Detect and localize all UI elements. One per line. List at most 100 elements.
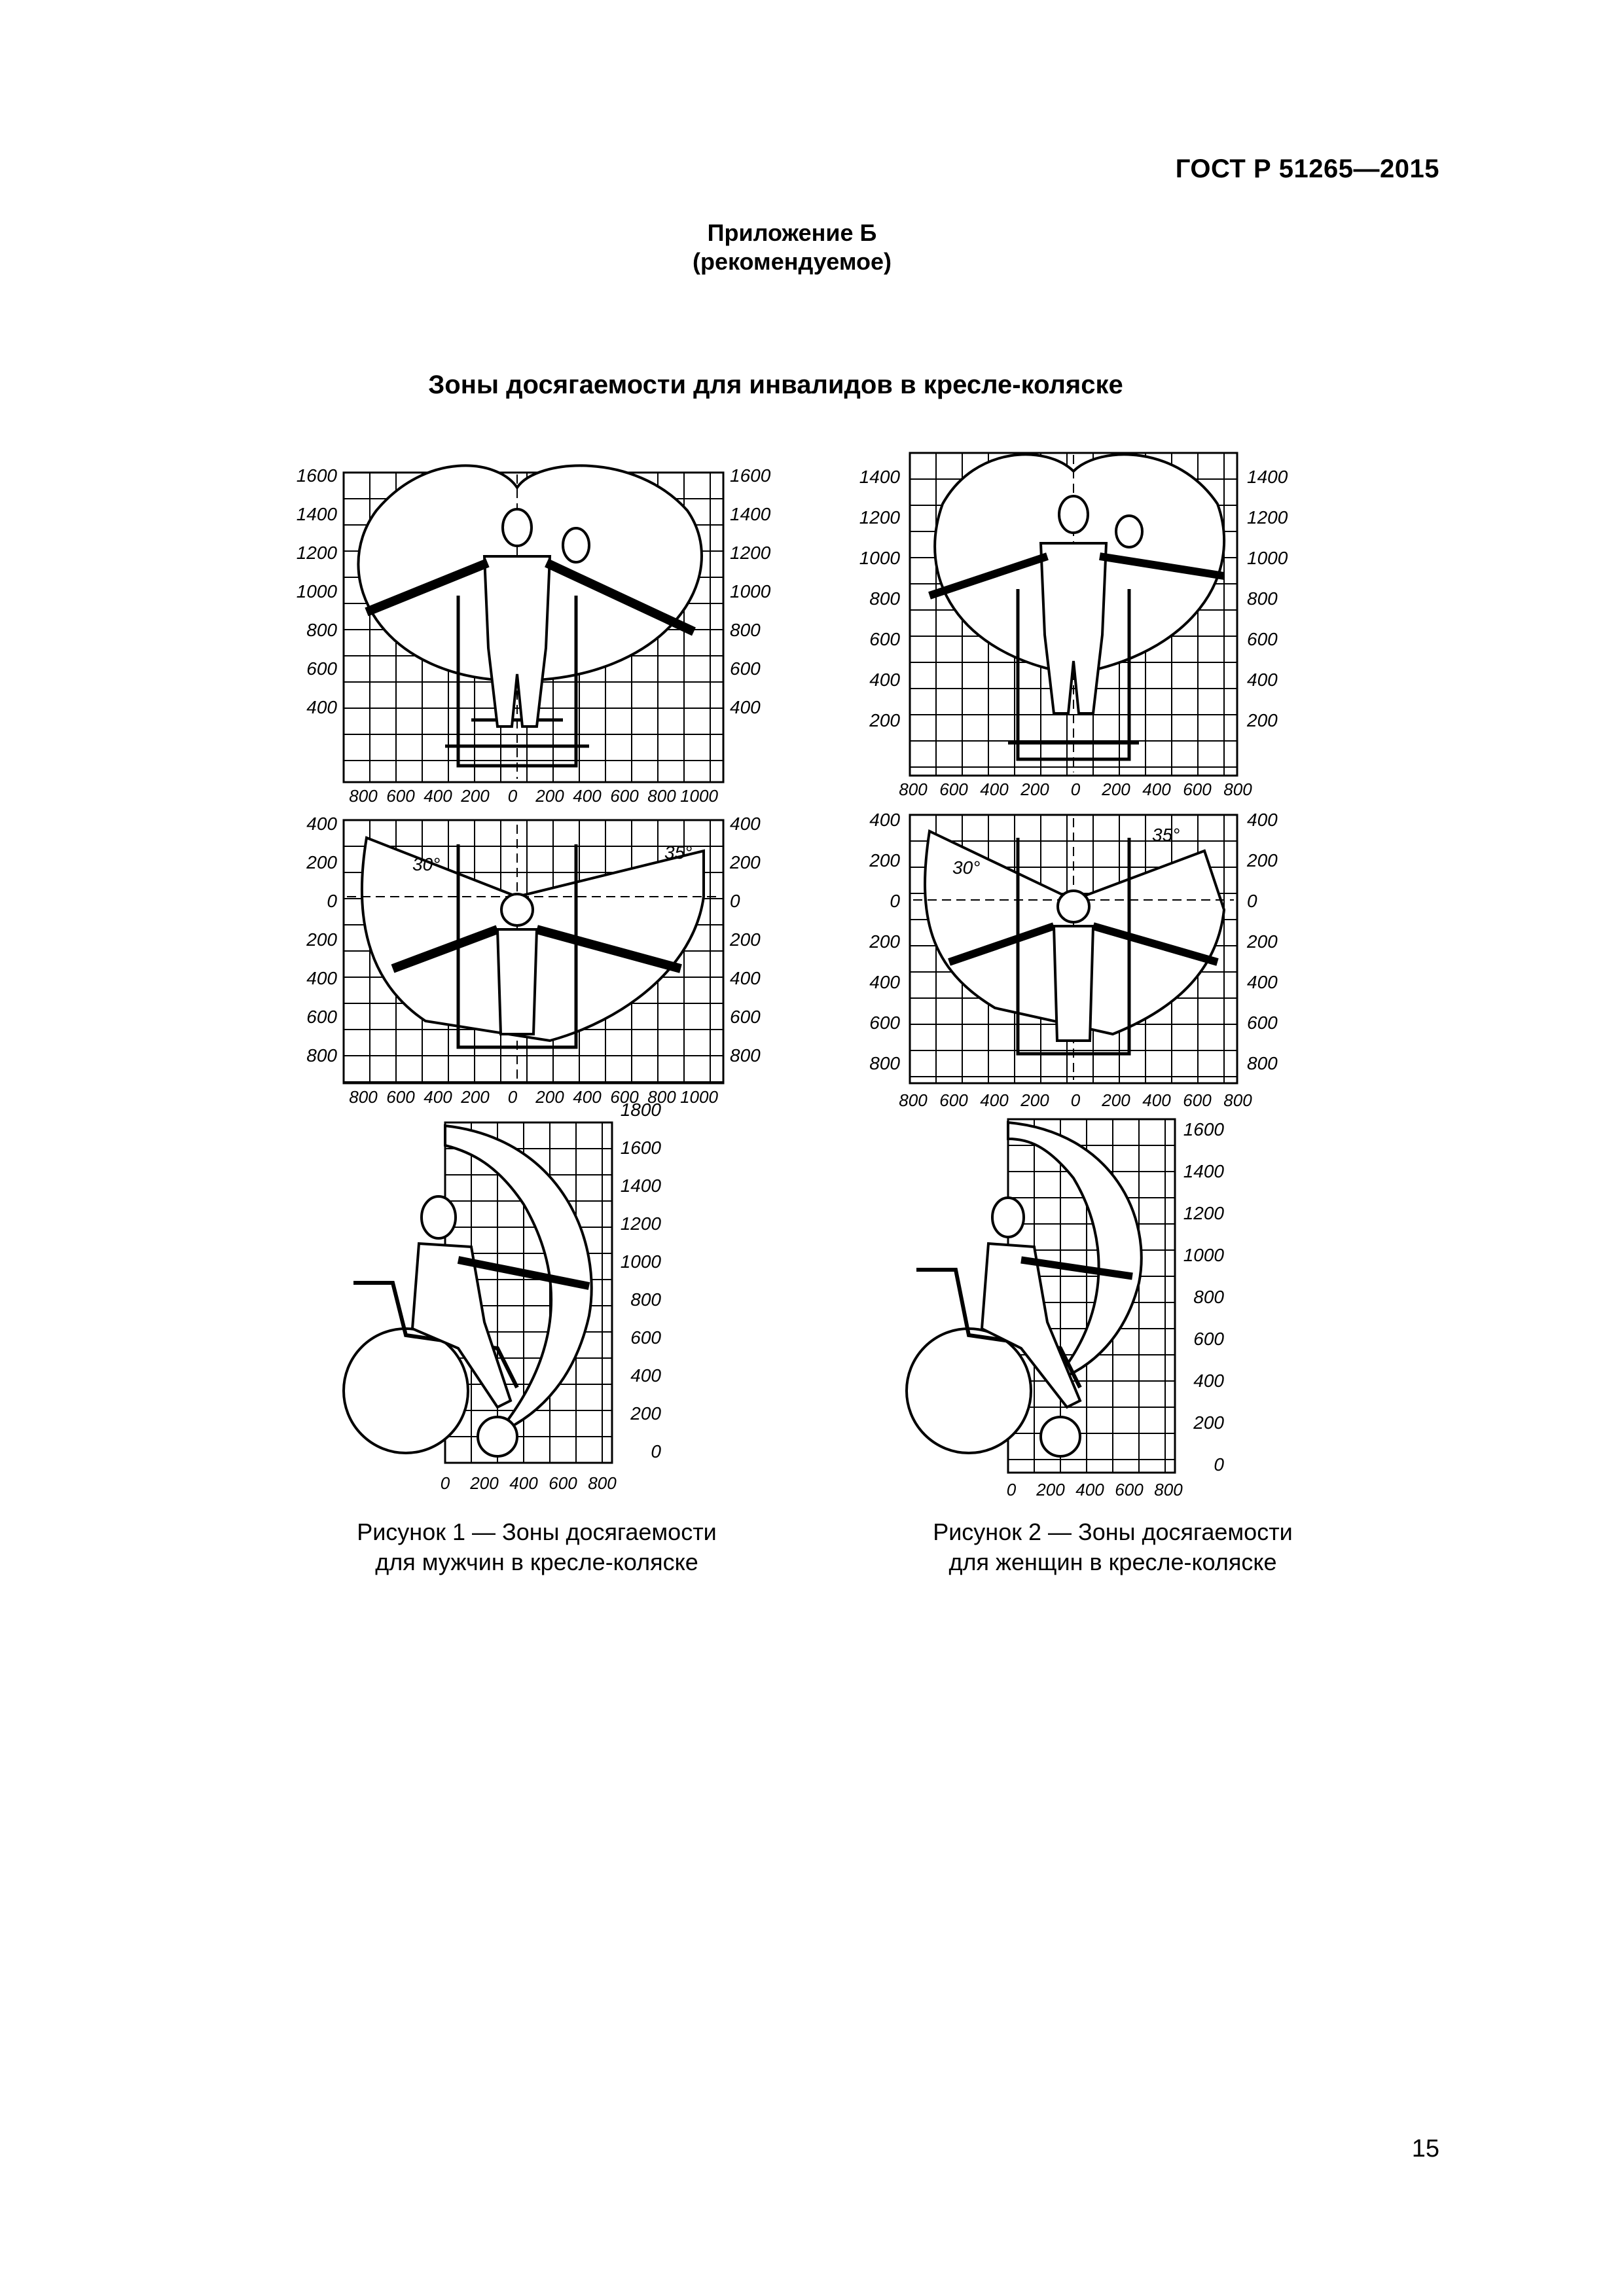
side-figure-head xyxy=(562,527,590,564)
side-figure-head xyxy=(1115,514,1144,548)
axis-tick-label: 200 xyxy=(1036,1480,1065,1499)
axis-tick-label: 200 xyxy=(1246,710,1278,730)
axis-tick-label: 0 xyxy=(890,891,900,911)
axis-tick-label: 400 xyxy=(306,814,337,834)
woman-body-top xyxy=(1052,925,1095,1042)
axis-tick-label: 200 xyxy=(1101,1090,1130,1110)
axis-tick-label: 0 xyxy=(1247,891,1257,911)
axis-tick-label: 0 xyxy=(1214,1454,1224,1475)
axis-tick-label: 400 xyxy=(1142,780,1171,799)
axis-tick-label: 400 xyxy=(1193,1371,1224,1391)
wheelchair-outline xyxy=(1016,838,1131,1056)
wheelchair-front-wheel xyxy=(477,1416,518,1458)
axis-tick-label: 200 xyxy=(1101,780,1130,799)
axis-tick-label: 600 xyxy=(1183,780,1212,799)
outstretched-arms xyxy=(948,922,1219,966)
axis-tick-label: 800 xyxy=(899,780,928,799)
axis-tick-label: 800 xyxy=(869,588,900,609)
woman-head-top xyxy=(1056,889,1091,924)
wheelchair-frame xyxy=(353,1281,519,1389)
axis-tick-label: 400 xyxy=(730,697,761,717)
axis-tick-label: 200 xyxy=(729,852,761,872)
wheelchair-frame xyxy=(916,1268,1082,1389)
seated-woman-body xyxy=(1039,542,1108,715)
axis-tick-label: 800 xyxy=(1247,1053,1278,1073)
figure-1-caption: Рисунок 1 — Зоны досягаемости для мужчин… xyxy=(288,1517,785,1577)
axis-tick-label: 200 xyxy=(535,1087,564,1107)
axis-tick-label: 400 xyxy=(573,1087,602,1107)
outstretched-arms xyxy=(365,558,696,636)
axis-tick-label: 800 xyxy=(1247,588,1278,609)
axis-tick-label: 0 xyxy=(1071,780,1081,799)
axis-tick-label: 200 xyxy=(1246,931,1278,952)
axis-tick-label: 400 xyxy=(869,972,900,992)
figure-1-caption-line2: для мужчин в кресле-коляске xyxy=(375,1549,698,1575)
axis-tick-label: 800 xyxy=(869,1053,900,1073)
axis-tick-label: 600 xyxy=(306,658,337,679)
figure-2-caption: Рисунок 2 — Зоны досягаемости для женщин… xyxy=(864,1517,1362,1577)
axis-tick-label: 1200 xyxy=(859,507,901,528)
axis-tick-label: 200 xyxy=(869,710,900,730)
axis-tick-label: 1200 xyxy=(730,543,771,563)
figure-2-caption-line2: для женщин в кресле-коляске xyxy=(948,1549,1277,1575)
axis-tick-label: 400 xyxy=(869,810,900,830)
angle-label-left: 30° xyxy=(412,854,440,874)
axis-tick-label: 800 xyxy=(647,1087,676,1107)
document-code: ГОСТ Р 51265—2015 xyxy=(1175,154,1439,183)
axis-tick-label: 400 xyxy=(1075,1480,1104,1499)
axis-tick-label: 200 xyxy=(469,1473,499,1493)
axis-tick-label: 1000 xyxy=(680,786,718,806)
axis-tick-label: 400 xyxy=(630,1365,661,1386)
axis-tick-label: 400 xyxy=(730,814,761,834)
wheelchair-outline xyxy=(445,596,589,768)
axis-tick-label: 800 xyxy=(1223,780,1252,799)
axis-tick-label: 400 xyxy=(1247,810,1278,830)
axis-tick-label: 600 xyxy=(386,786,415,806)
axis-tick-label: 800 xyxy=(730,620,761,640)
axis-tick-label: 400 xyxy=(573,786,602,806)
axis-tick-label: 1200 xyxy=(621,1213,662,1234)
axis-tick-label: 200 xyxy=(1246,850,1278,870)
axis-tick-label: 800 xyxy=(349,786,378,806)
axis-tick-label: 800 xyxy=(1193,1287,1224,1307)
axis-tick-label: 400 xyxy=(1247,670,1278,690)
seated-man-body xyxy=(482,555,552,728)
axis-tick-label: 1600 xyxy=(621,1138,662,1158)
women-top-grid-frame xyxy=(909,814,1238,1085)
axis-tick-label: 800 xyxy=(306,620,337,640)
axis-tick-label: 800 xyxy=(349,1087,378,1107)
axis-tick-label: 1000 xyxy=(730,581,771,601)
axis-tick-label: 400 xyxy=(980,780,1009,799)
axis-tick-label: 600 xyxy=(610,1087,639,1107)
wheelchair-rear-wheel xyxy=(905,1327,1032,1454)
axis-tick-label: 200 xyxy=(460,786,490,806)
axis-tick-label: 1400 xyxy=(1183,1161,1225,1181)
axis-tick-label: 1200 xyxy=(1247,507,1288,528)
axis-tick-label: 0 xyxy=(730,891,740,911)
axis-tick-label: 800 xyxy=(306,1045,337,1066)
extended-arm xyxy=(457,1256,590,1290)
axis-tick-label: 400 xyxy=(509,1473,538,1493)
axis-tick-label: 800 xyxy=(730,1045,761,1066)
axis-tick-label: 0 xyxy=(508,1087,518,1107)
extended-arm xyxy=(1020,1256,1133,1280)
axis-tick-label: 800 xyxy=(588,1473,617,1493)
axis-tick-label: 200 xyxy=(869,931,900,952)
figure-2-caption-line1: Рисунок 2 — Зоны досягаемости xyxy=(933,1518,1293,1545)
axis-tick-label: 800 xyxy=(899,1090,928,1110)
figure-1-caption-line1: Рисунок 1 — Зоны досягаемости xyxy=(357,1518,717,1545)
axis-tick-label: 0 xyxy=(508,786,518,806)
axis-tick-label: 800 xyxy=(1154,1480,1183,1499)
axis-tick-label: 800 xyxy=(1223,1090,1252,1110)
axis-tick-label: 600 xyxy=(1183,1090,1212,1110)
axis-tick-label: 1000 xyxy=(297,581,338,601)
outstretched-arms xyxy=(391,925,682,973)
axis-tick-label: 200 xyxy=(535,786,564,806)
axis-tick-label: 400 xyxy=(869,670,900,690)
axis-tick-label: 600 xyxy=(549,1473,577,1493)
